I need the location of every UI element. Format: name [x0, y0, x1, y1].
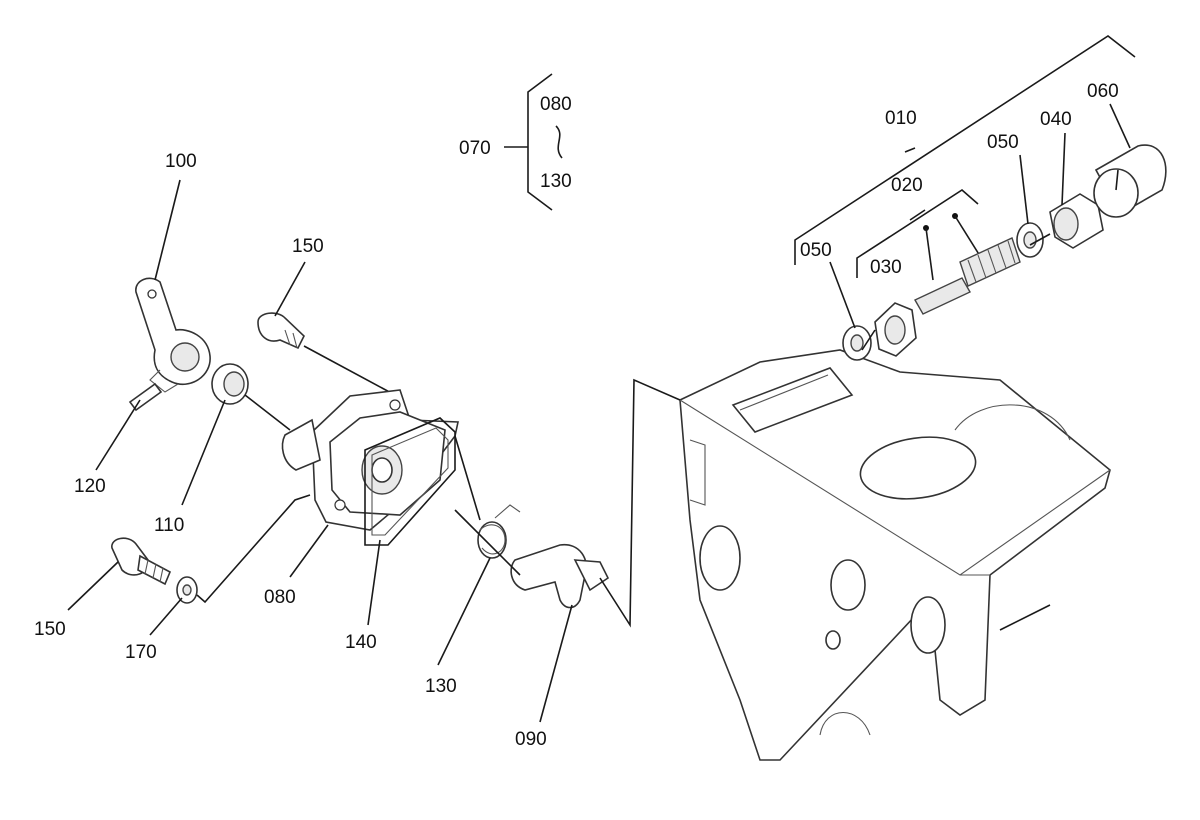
label-170: 170 — [125, 642, 157, 663]
part-labels: 010 020 030 040 050 050 060 070 080 130 … — [34, 81, 1119, 750]
washer-050-left — [842, 325, 872, 361]
label-090: 090 — [515, 729, 547, 750]
label-080-bracket: 080 — [540, 94, 572, 115]
housing-080 — [281, 389, 459, 531]
label-050-right: 050 — [987, 132, 1019, 153]
leader-lines — [67, 103, 1131, 723]
label-110: 110 — [154, 515, 184, 536]
engine-block — [679, 349, 1111, 761]
leader-dots-020 — [923, 213, 981, 281]
bracket-020 — [856, 189, 979, 278]
label-100: 100 — [165, 151, 197, 172]
adjust-screw-020 — [914, 237, 1021, 315]
bracket-070 — [504, 73, 563, 211]
label-130: 130 — [425, 676, 457, 697]
label-140: 140 — [345, 632, 377, 653]
label-020: 020 — [891, 175, 923, 196]
shaft-090 — [454, 509, 610, 609]
spring-130 — [477, 504, 521, 559]
label-130-bracket: 130 — [540, 171, 572, 192]
cap-060 — [1093, 144, 1167, 218]
label-080: 080 — [264, 587, 296, 608]
label-150-bottom: 150 — [34, 619, 66, 640]
label-070: 070 — [459, 138, 491, 159]
label-040: 040 — [1040, 109, 1072, 130]
label-030: 030 — [870, 257, 902, 278]
label-050-left: 050 — [800, 240, 832, 261]
bolt-150-bottom — [111, 537, 172, 586]
bracket-010 — [794, 35, 1136, 265]
pin-120 — [128, 382, 163, 412]
washer-170 — [176, 576, 198, 604]
label-120: 120 — [74, 476, 106, 497]
nut-030 — [874, 302, 917, 357]
label-150-top: 150 — [292, 236, 324, 257]
label-060: 060 — [1087, 81, 1119, 102]
cap-nut-040 — [1049, 193, 1104, 249]
bushing-110 — [211, 363, 249, 405]
gasket-140 — [364, 417, 456, 546]
bolt-150-top — [257, 312, 396, 396]
lever-100 — [135, 277, 211, 393]
label-010: 010 — [885, 108, 917, 129]
